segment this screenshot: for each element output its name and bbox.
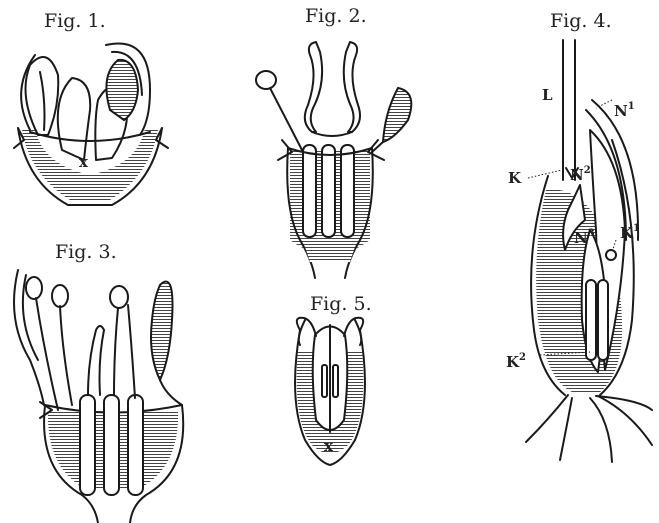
fig-1-flower-drawing [14,43,168,205]
fig-5: Fig. 5. x [295,293,372,465]
fig-5-label-x: x [324,437,334,455]
fig-4: Fig. 4. [506,10,652,462]
fig-3-caption: Fig. 3. [55,241,117,263]
fig-4-label-l: L [542,86,553,104]
fig-1: Fig. 1. x [14,10,168,205]
fig-1-label-x: x [79,153,89,171]
fig-4-label-n1: N1 [614,101,635,120]
fig-4-label-k2: K2 [506,352,526,371]
fig-3: Fig. 3. [14,241,183,523]
fig-4-label-k1: K1 [620,223,640,242]
fig-4-caption: Fig. 4. [550,10,612,32]
fig-4-label-n2: N2 [570,165,591,184]
fig-2: Fig. 2. [256,5,411,278]
fig-2-flower-drawing [256,42,411,278]
fig-3-flower-drawing [14,270,183,523]
fig-5-caption: Fig. 5. [310,293,372,315]
fig-4-label-k: K [508,169,522,187]
fig-2-caption: Fig. 2. [305,5,367,27]
fig-1-caption: Fig. 1. [44,10,106,32]
